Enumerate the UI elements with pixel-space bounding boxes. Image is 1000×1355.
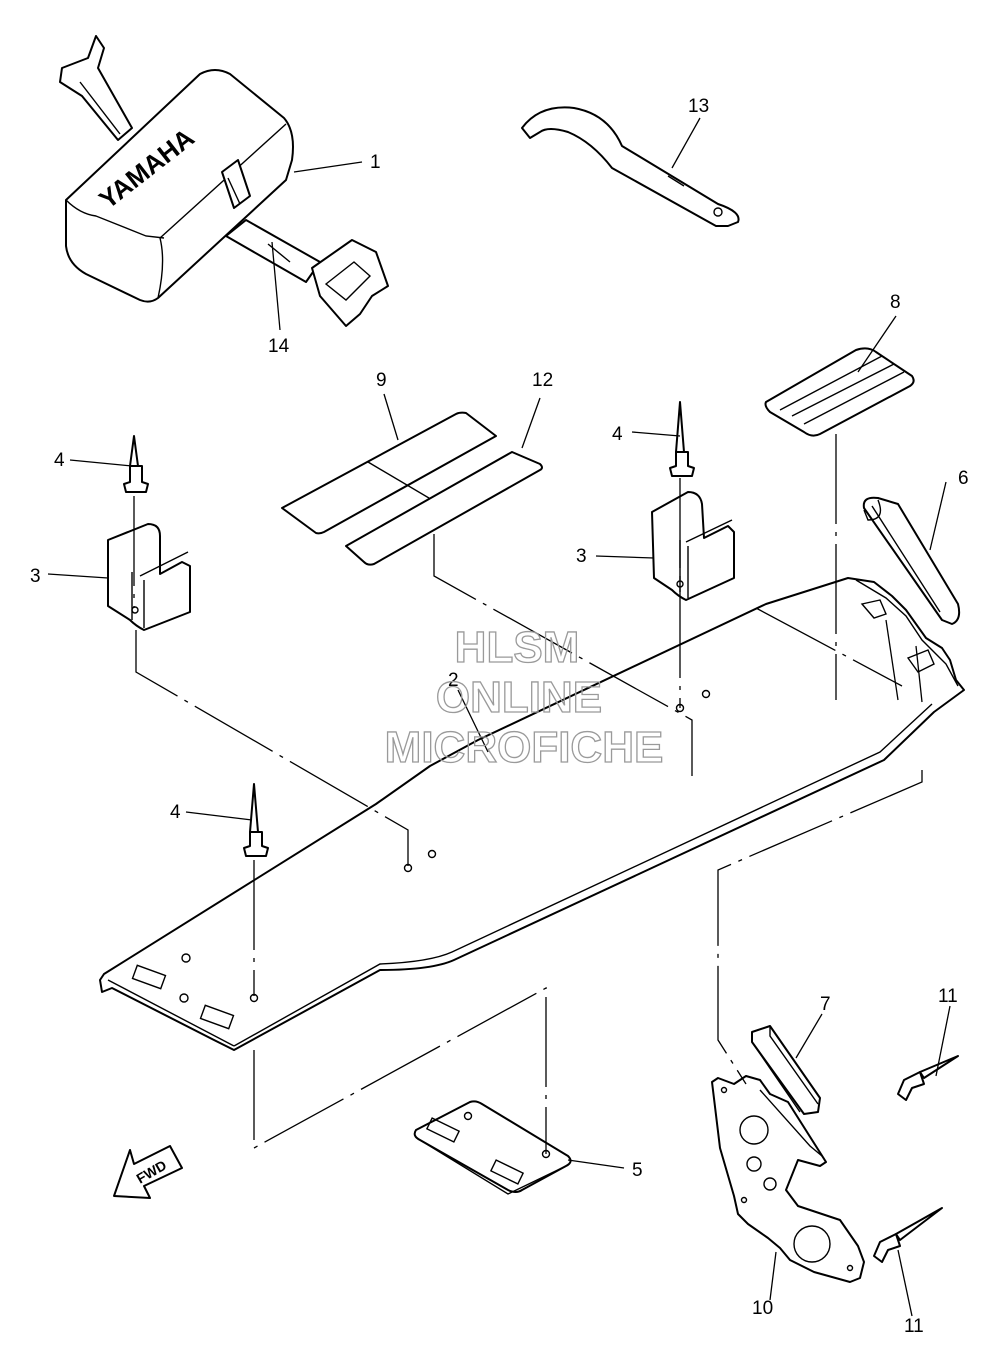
spanner-part-13 bbox=[521, 106, 740, 227]
callout-8: 8 bbox=[890, 292, 901, 313]
rivet-part-11-top bbox=[897, 1055, 959, 1101]
callout-3-left: 3 bbox=[30, 566, 41, 587]
callout-4-left: 4 bbox=[54, 450, 65, 471]
callout-13: 13 bbox=[688, 96, 709, 117]
callout-7: 7 bbox=[820, 994, 831, 1015]
callout-14: 14 bbox=[268, 336, 290, 357]
callout-4-right: 4 bbox=[612, 424, 623, 445]
callout-9: 9 bbox=[376, 370, 387, 391]
callout-2: 2 bbox=[448, 670, 459, 691]
callout-6: 6 bbox=[958, 468, 969, 489]
watermark-line-3: MICROFICHE bbox=[385, 723, 664, 772]
plate-part-5 bbox=[413, 1100, 572, 1195]
fwd-arrow-icon bbox=[113, 1145, 183, 1199]
watermark-line-2: ONLINE bbox=[436, 673, 602, 722]
callout-3-right: 3 bbox=[576, 546, 587, 567]
label-part-9 bbox=[281, 411, 497, 535]
callout-1: 1 bbox=[370, 152, 381, 173]
wire-part-6 bbox=[862, 496, 961, 625]
callout-11-top: 11 bbox=[938, 986, 958, 1007]
rivet-part-11-bottom bbox=[873, 1207, 943, 1263]
callout-5: 5 bbox=[632, 1160, 643, 1181]
rivet-part-4-right bbox=[669, 401, 695, 477]
clip-part-3-left bbox=[107, 523, 191, 631]
bracket-part-10 bbox=[711, 1075, 865, 1283]
rivet-part-4-left bbox=[123, 435, 149, 493]
plate-part-2 bbox=[99, 577, 965, 1051]
rivet-part-4-bottom bbox=[243, 783, 269, 857]
pad-part-7 bbox=[751, 1025, 821, 1115]
watermark-line-1: HLSM bbox=[455, 623, 580, 672]
label-part-12 bbox=[345, 451, 543, 566]
callout-4-bottom: 4 bbox=[170, 802, 181, 823]
assembly-lines bbox=[133, 434, 923, 1154]
mat-part-8 bbox=[764, 347, 915, 437]
callout-11-bottom: 11 bbox=[904, 1316, 924, 1337]
clip-part-3-right bbox=[651, 491, 735, 601]
leader-lines bbox=[47, 117, 951, 1317]
callout-10: 10 bbox=[752, 1298, 773, 1319]
callout-12: 12 bbox=[532, 370, 553, 391]
